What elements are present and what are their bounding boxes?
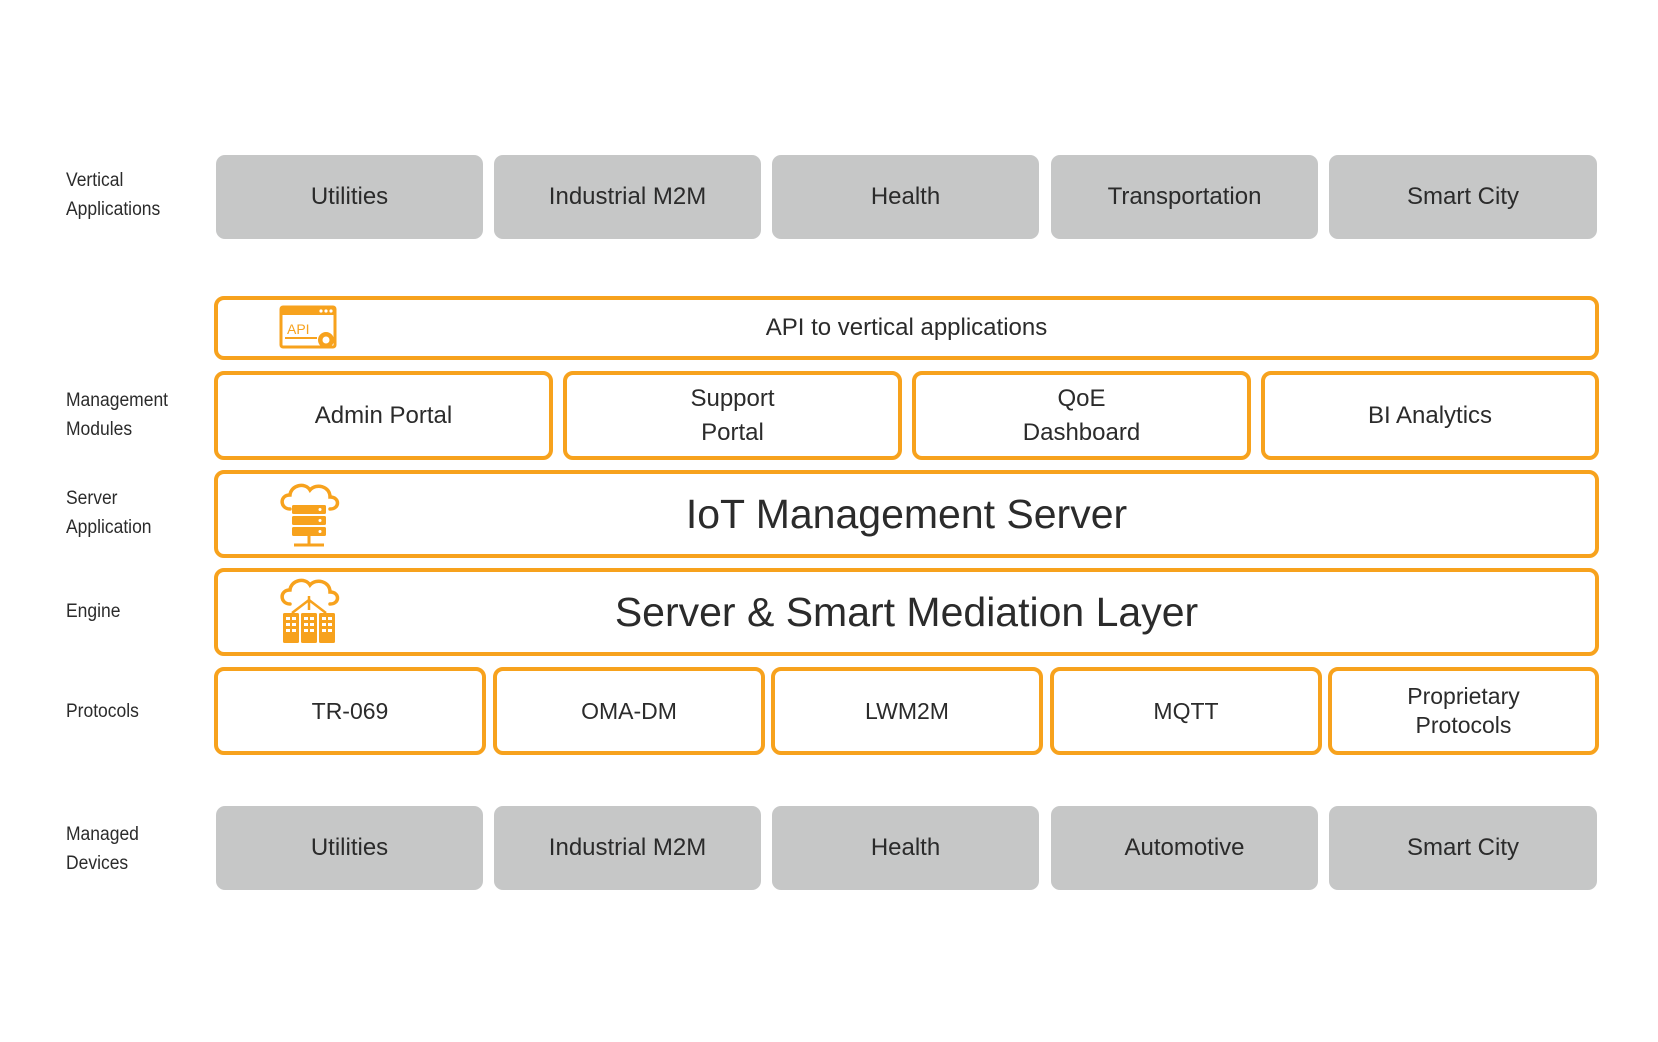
server-application-bar: IoT Management Server [214,470,1599,558]
vertical-app-box: Transportation [1051,155,1318,239]
label-vertical-applications: Vertical Applications [66,170,161,220]
managed-device-box: Industrial M2M [494,806,761,890]
svg-text:API: API [287,321,310,337]
cloud-network-icon [280,578,340,643]
managed-device-box: Automotive [1051,806,1318,890]
label-protocols: Protocols [66,701,139,722]
managed-device-box: Smart City [1329,806,1597,890]
api-bar: API to vertical applications [214,296,1599,360]
server-application-title: IoT Management Server [685,491,1128,537]
label-engine: Engine [66,601,121,622]
api-window-icon: API [279,305,337,349]
protocol-box: MQTT [1050,667,1322,755]
vertical-app-box: Industrial M2M [494,155,761,239]
protocol-box: TR-069 [214,667,486,755]
managed-device-box: Health [772,806,1039,890]
label-management-modules: Management Modules [66,390,169,440]
protocol-box: OMA-DM [493,667,765,755]
module-box: BI Analytics [1261,371,1599,460]
api-label: API to vertical applications [765,314,1048,341]
engine-title: Server & Smart Mediation Layer [614,589,1199,635]
vertical-app-box: Health [772,155,1039,239]
engine-bar: Server & Smart Mediation Layer [214,568,1599,656]
label-server-application: Server Application [66,488,152,538]
module-box: Admin Portal [214,371,553,460]
cloud-server-icon [280,483,340,547]
label-managed-devices: Managed Devices [66,824,139,874]
managed-device-box: Utilities [216,806,483,890]
vertical-app-box: Utilities [216,155,483,239]
protocol-box: LWM2M [771,667,1043,755]
vertical-app-box: Smart City [1329,155,1597,239]
